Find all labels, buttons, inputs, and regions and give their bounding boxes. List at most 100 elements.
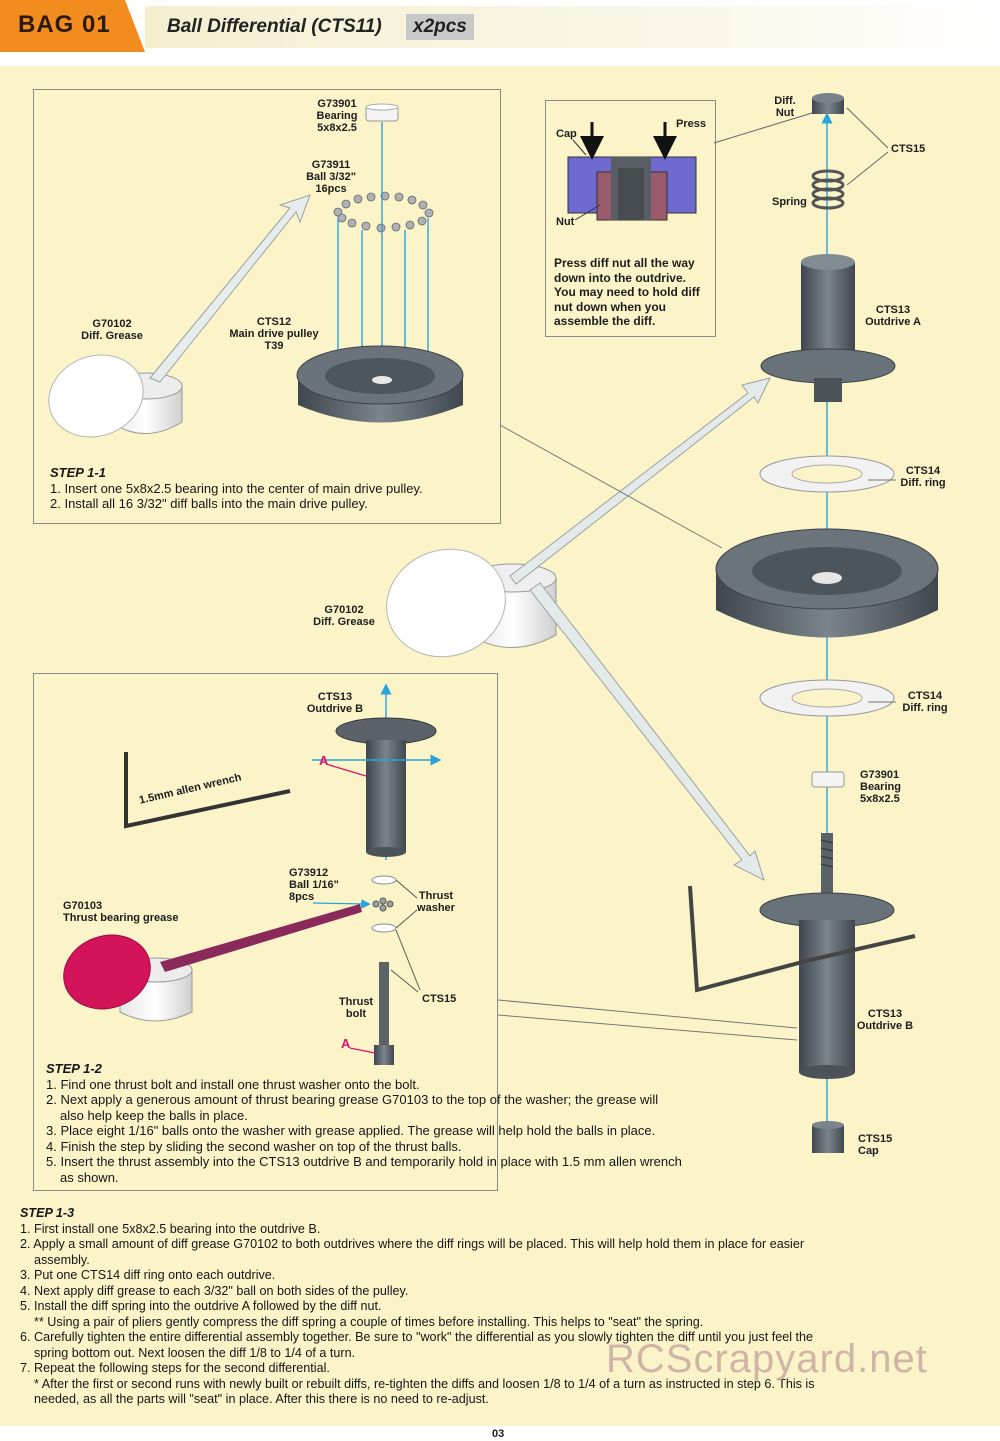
diff-ring-a xyxy=(759,455,895,493)
label-cts13-b-left: CTS13 Outdrive B xyxy=(303,691,367,715)
diff-ring-b xyxy=(759,679,895,717)
mark-a-bottom: A xyxy=(341,1036,351,1051)
step-line: 1. Find one thrust bolt and install one … xyxy=(46,1076,420,1092)
label-g73901-right: G73901 Bearing 5x8x2.5 xyxy=(860,769,901,805)
step-line: needed, as all the parts will "seat" in … xyxy=(34,1392,489,1406)
step-line: assembly. xyxy=(34,1252,90,1267)
note-line: Press diff nut all the way xyxy=(554,256,695,270)
label-line: Thrust bearing grease xyxy=(63,912,179,924)
diff-grease-tub-1 xyxy=(48,354,183,438)
label-thrust-washer: Thrust washer xyxy=(414,890,458,914)
label-line: G73912 xyxy=(289,867,329,879)
inset-leader xyxy=(713,112,813,144)
label-line: Diff. ring xyxy=(900,477,946,489)
label-line: Nut xyxy=(775,107,795,119)
mark-a-leader-bottom xyxy=(349,1047,376,1054)
label-line: Bearing xyxy=(860,781,901,793)
note-line: You may need to hold diff xyxy=(554,285,700,299)
label-line: Diff. Grease xyxy=(313,616,375,628)
label-line: Outdrive B xyxy=(306,703,364,715)
label-cts15-cap: CTS15 Cap xyxy=(858,1133,892,1157)
note-line: down into the outdrive. xyxy=(554,270,686,285)
label-line: 16pcs xyxy=(315,183,347,195)
diff-balls-ring xyxy=(333,191,434,233)
label-g73912: G73912 Ball 1/16" 8pcs xyxy=(289,867,339,903)
thrust-grease-tub xyxy=(63,934,193,1022)
label-line: 5x8x2.5 xyxy=(860,793,900,805)
label-line: Ball 3/32" xyxy=(306,171,356,183)
label-line: CTS13 xyxy=(867,1008,903,1020)
step-heading: STEP 1-1 xyxy=(50,465,106,480)
allen-wrench-left xyxy=(124,752,291,829)
washer-leaders xyxy=(390,879,421,993)
inset-nut-cap-diagram xyxy=(567,122,697,221)
mark-a-leader-top xyxy=(325,763,367,777)
label-line: washer xyxy=(417,902,455,914)
page-header: BAG 01 Ball Differential (CTS11) x2pcs xyxy=(0,0,1000,54)
label-line: G73901 xyxy=(317,98,357,110)
label-thrust-bolt: Thrust bolt xyxy=(336,996,376,1020)
label-cts12: CTS12 Main drive pulley T39 xyxy=(224,316,324,352)
step-1-1: STEP 1-1 1. Insert one 5x8x2.5 bearing i… xyxy=(50,465,423,512)
step-line: ** Using a pair of pliers gently compres… xyxy=(34,1314,704,1329)
label-line: G73911 xyxy=(311,159,351,171)
step-line: 3. Place eight 1/16" balls onto the wash… xyxy=(46,1123,656,1138)
main-drive-pulley-large xyxy=(715,528,939,638)
thrust-bolt-left xyxy=(374,962,394,1065)
label-line: Outdrive A xyxy=(865,316,921,328)
step-line: 5. Insert the thrust assembly into the C… xyxy=(46,1154,682,1169)
nut-inset-box xyxy=(545,100,716,337)
watermark: RCScrapyard.net xyxy=(606,1337,928,1381)
label-diff-nut: Diff. Nut xyxy=(766,95,804,119)
step-line: 7. Repeat the following steps for the se… xyxy=(20,1361,330,1375)
step-1-1-box xyxy=(33,89,501,524)
diff-spring xyxy=(811,169,845,210)
diff-grease-tub-2 xyxy=(386,548,557,658)
leader-lines xyxy=(497,424,896,1041)
outdrive-b-left xyxy=(335,717,437,857)
thrust-washers xyxy=(371,875,397,933)
inset-cap-label: Cap xyxy=(556,128,577,140)
label-line: G73901 xyxy=(860,769,900,781)
step-line: 3. Put one CTS14 diff ring onto each out… xyxy=(20,1268,276,1282)
label-line: Diff. Grease xyxy=(81,330,143,342)
step-heading: STEP 1-2 xyxy=(46,1061,102,1076)
label-line: T39 xyxy=(264,340,284,352)
label-line: bolt xyxy=(345,1008,367,1020)
label-line: 8pcs xyxy=(289,891,315,903)
cts15-leaders xyxy=(846,107,889,186)
section-title: Ball Differential (CTS11) xyxy=(167,16,382,37)
label-line: CTS14 xyxy=(907,690,943,702)
diff-nut xyxy=(812,93,844,114)
grease-pointer-1 xyxy=(149,194,311,383)
step-1-2: STEP 1-2 1. Find one thrust bolt and ins… xyxy=(46,1061,682,1185)
thrust-grease-pointer xyxy=(160,904,362,972)
step-line: * After the first or second runs with ne… xyxy=(34,1376,815,1391)
step-line: spring bottom out. Next loosen the diff … xyxy=(34,1345,356,1360)
allen-wrench-right xyxy=(688,885,916,993)
mark-a-top: A xyxy=(319,753,329,768)
label-line: Main drive pulley xyxy=(229,328,319,340)
step-line: also help keep the balls in place. xyxy=(60,1107,248,1123)
step-line: 2. Apply a small amount of diff grease G… xyxy=(20,1237,805,1251)
label-cts15-top: CTS15 xyxy=(891,143,926,155)
cap-part xyxy=(812,1121,844,1153)
bearing-top xyxy=(365,103,399,122)
note-line: assemble the diff. xyxy=(554,314,656,328)
label-line: CTS14 xyxy=(905,465,941,477)
label-cts13-a: CTS13 Outdrive A xyxy=(862,304,924,328)
label-line: Cap xyxy=(858,1145,879,1157)
label-line: CTS15 xyxy=(858,1133,893,1145)
label-g70102-b: G70102 Diff. Grease xyxy=(308,604,380,628)
bearing-right xyxy=(811,771,845,788)
label-line: 5x8x2.5 xyxy=(317,122,357,134)
step-heading: STEP 1-3 xyxy=(20,1206,75,1220)
bag-label: BAG 01 xyxy=(18,11,111,38)
label-cts13-b-right: CTS13 Outdrive B xyxy=(853,1008,917,1032)
page-number: 03 xyxy=(492,1428,505,1440)
label-line: CTS13 xyxy=(875,304,911,316)
label-line: Diff. ring xyxy=(902,702,948,714)
main-drive-pulley-small xyxy=(296,345,464,423)
